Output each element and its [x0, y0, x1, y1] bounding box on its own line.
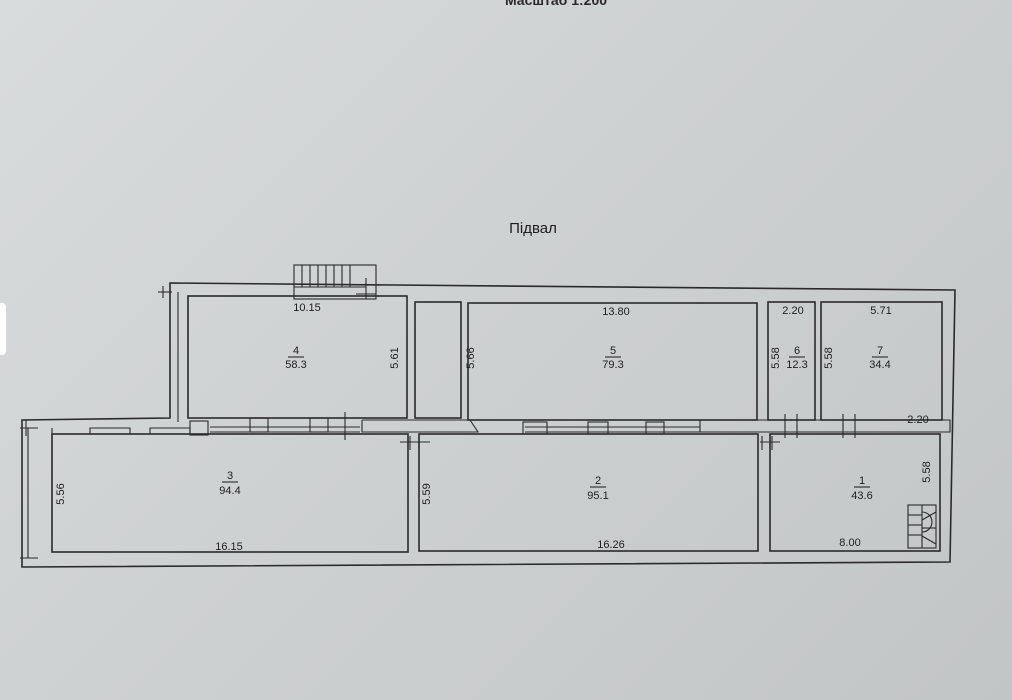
room3-area: 94.4	[219, 485, 240, 497]
room-1: 8.00 5.58 1 43.6	[760, 433, 941, 552]
room7-area: 34.4	[869, 359, 890, 371]
dim-room6-height: 5.58	[770, 347, 782, 368]
dim-room1-height: 5.58	[921, 461, 933, 482]
dim-room6-width: 2.20	[782, 305, 803, 317]
room-2: 16.26 5.59 2 95.1	[400, 433, 759, 552]
dim-room2-width: 16.26	[597, 539, 625, 551]
floor-title: Підвал	[509, 220, 557, 237]
room4-area: 58.3	[285, 359, 306, 371]
room5-area: 79.3	[602, 359, 623, 371]
top-staircase	[293, 264, 377, 300]
dim-room1-width: 8.00	[839, 537, 860, 549]
spiral-staircase	[907, 504, 937, 549]
dim-room4-width: 10.15	[293, 302, 321, 314]
room-4: 10.15 5.61 4 58.3	[187, 295, 408, 419]
dim-room7-width: 5.71	[870, 305, 891, 317]
dim-room4-height: 5.61	[389, 347, 401, 368]
room2-area: 95.1	[587, 490, 608, 502]
dim-room3-width: 16.15	[215, 541, 243, 553]
room1-number: 1	[859, 475, 865, 487]
room6-area: 12.3	[786, 359, 807, 371]
outer-walls	[20, 282, 956, 568]
dim-room3-height: 5.56	[55, 483, 67, 504]
room5-number: 5	[610, 345, 616, 357]
room6-number: 6	[794, 345, 800, 357]
room-6: 2.20 5.58 6 12.3	[767, 301, 816, 421]
room-3: 16.15 5.56 3 94.4	[51, 433, 409, 553]
dim-corridor-height: 5.66	[465, 347, 477, 368]
dim-room7-height: 5.58	[823, 347, 835, 368]
edge-tab	[0, 303, 6, 355]
dim-room2-height: 5.59	[421, 483, 433, 504]
room4-number: 4	[293, 345, 299, 357]
dim-room5-width: 13.80	[602, 306, 630, 318]
room7-number: 7	[877, 345, 883, 357]
room-5: 13.80 5 79.3	[467, 302, 758, 421]
scale-title: Масштаб 1:200	[505, 0, 607, 8]
room3-number: 3	[227, 470, 233, 482]
room-7: 5.71 5.58 7 34.4 2.20	[820, 301, 943, 426]
room2-number: 2	[595, 475, 601, 487]
room1-area: 43.6	[851, 490, 872, 502]
